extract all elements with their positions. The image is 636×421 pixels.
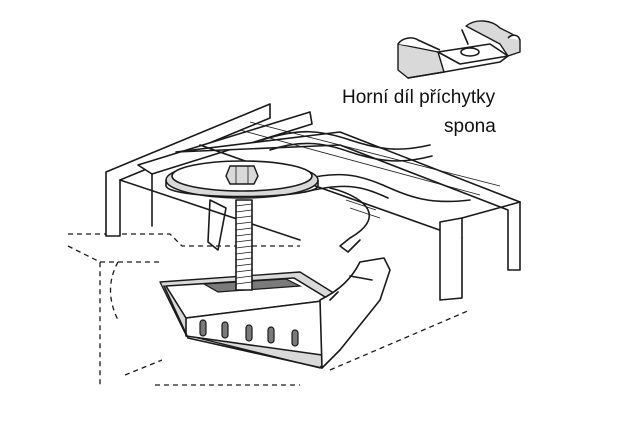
clip-label: spona [444, 116, 496, 137]
top-washer [165, 160, 319, 199]
threaded-bolt [207, 199, 253, 291]
upper-clip-label: Horní díl příchytky [342, 87, 496, 108]
support-beam-outline [67, 233, 471, 386]
lower-clip [159, 257, 391, 369]
upper-clip-part [397, 20, 521, 79]
